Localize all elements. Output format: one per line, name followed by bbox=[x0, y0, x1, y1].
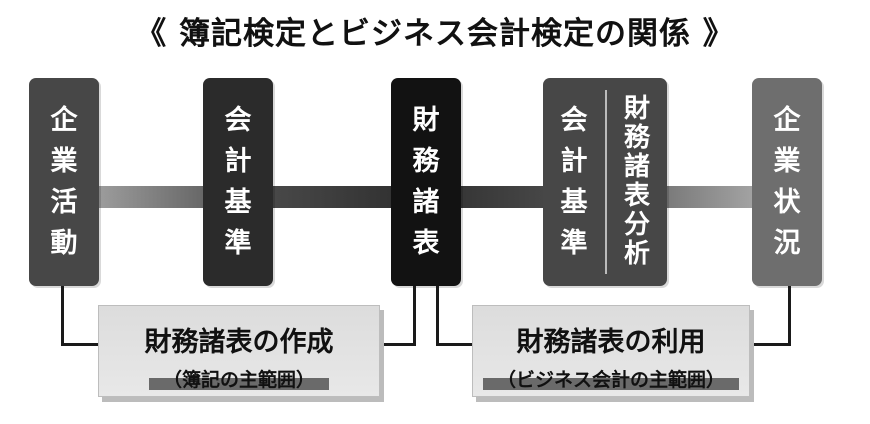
column-char: 況 bbox=[773, 228, 801, 259]
connector-left-vertical-b bbox=[413, 286, 416, 346]
column-char: 務 bbox=[412, 146, 440, 177]
connector-left-vertical-a bbox=[61, 286, 64, 346]
column-standards-and-analysis: 会 計 基 準 財 務 諸 表 分 析 bbox=[543, 78, 667, 286]
column-char: 活 bbox=[50, 187, 78, 218]
column-char: 財 bbox=[623, 94, 650, 124]
column-sub-financial-analysis: 財 務 諸 表 分 析 bbox=[607, 78, 667, 286]
column-char: 準 bbox=[560, 228, 588, 259]
column-char: 財 bbox=[412, 105, 440, 136]
connector-right-vertical-b bbox=[788, 286, 791, 346]
column-sub-accounting-standards: 会 計 基 準 bbox=[543, 78, 605, 286]
column-char: 務 bbox=[623, 123, 650, 153]
column-business-status: 企 業 状 況 bbox=[752, 78, 822, 286]
column-char: 諸 bbox=[623, 152, 650, 182]
column-char: 計 bbox=[224, 146, 252, 177]
column-accounting-standards: 会 計 基 準 bbox=[203, 78, 273, 286]
column-char: 表 bbox=[412, 228, 440, 259]
column-financial-statements: 財 務 諸 表 bbox=[391, 78, 461, 286]
column-char: 企 bbox=[50, 105, 78, 136]
box-subtitle: （簿記の主範囲） bbox=[148, 365, 330, 392]
column-char: 基 bbox=[560, 187, 588, 218]
box-statement-preparation: 財務諸表の作成 （簿記の主範囲） bbox=[98, 305, 380, 397]
column-business-activity: 企 業 活 動 bbox=[29, 78, 99, 286]
box-title: 財務諸表の作成 bbox=[144, 327, 334, 358]
diagram-title: 《 簿記検定とビジネス会計検定の関係 》 bbox=[135, 16, 735, 52]
column-char: 基 bbox=[224, 187, 252, 218]
column-char: 企 bbox=[773, 105, 801, 136]
box-title: 財務諸表の利用 bbox=[516, 327, 706, 358]
column-char: 表 bbox=[623, 181, 650, 211]
column-char: 動 bbox=[50, 228, 78, 259]
connector-left-horizontal-a bbox=[61, 343, 98, 346]
column-divider bbox=[605, 90, 607, 274]
column-char: 業 bbox=[773, 146, 801, 177]
column-char: 状 bbox=[773, 187, 801, 218]
column-char: 析 bbox=[623, 239, 650, 269]
column-char: 準 bbox=[224, 228, 252, 259]
connector-right-horizontal-a bbox=[436, 343, 472, 346]
connector-right-vertical-a bbox=[436, 286, 439, 346]
box-statement-utilization: 財務諸表の利用 （ビジネス会計の主範囲） bbox=[472, 305, 750, 397]
column-char: 分 bbox=[623, 210, 650, 240]
column-char: 業 bbox=[50, 146, 78, 177]
column-char: 諸 bbox=[412, 187, 440, 218]
box-subtitle: （ビジネス会計の主範囲） bbox=[482, 365, 740, 392]
connector-right-horizontal-b bbox=[748, 343, 791, 346]
column-char: 会 bbox=[560, 105, 588, 136]
column-char: 会 bbox=[224, 105, 252, 136]
connector-left-horizontal-b bbox=[378, 343, 416, 346]
column-char: 計 bbox=[560, 146, 588, 177]
